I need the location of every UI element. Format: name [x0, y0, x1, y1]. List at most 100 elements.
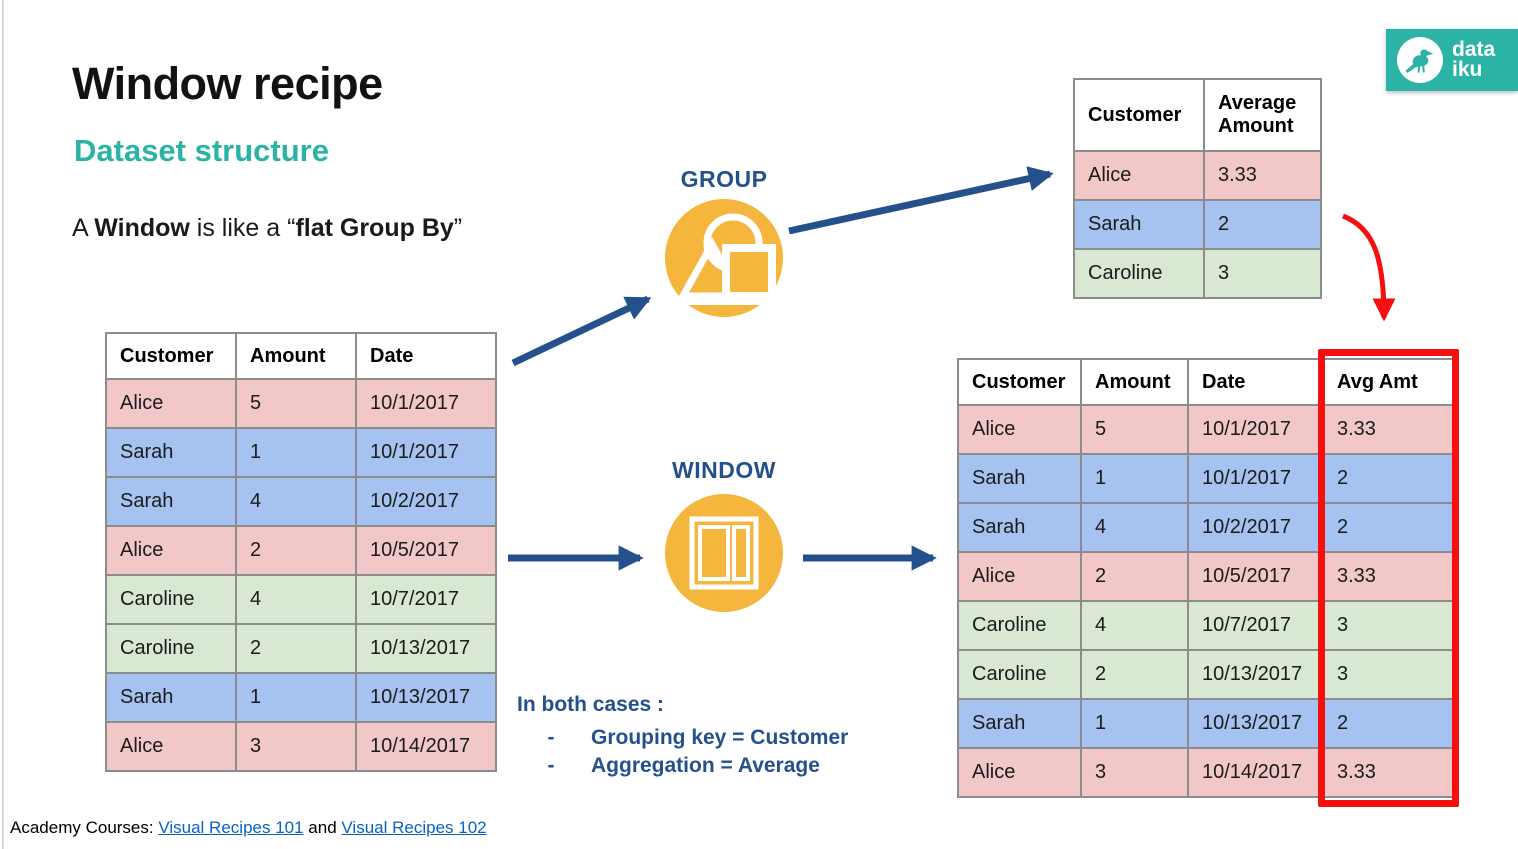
- table-cell: 1: [1080, 698, 1189, 749]
- tagline-text: ”: [453, 214, 463, 242]
- table-cell: Alice: [105, 721, 237, 772]
- window-recipe-icon: [665, 494, 783, 612]
- table-cell: 10/14/2017: [1187, 747, 1324, 798]
- table-cell: 3: [1322, 600, 1454, 651]
- column-header: Average Amount: [1203, 78, 1322, 152]
- table-cell: 10/7/2017: [1187, 600, 1324, 651]
- table-cell: 1: [235, 672, 357, 723]
- table-cell: 4: [235, 476, 357, 527]
- page-title: Window recipe: [72, 58, 383, 109]
- table-cell: Sarah: [105, 427, 237, 478]
- table-cell: 10/13/2017: [1187, 698, 1324, 749]
- group-recipe-label: GROUP: [680, 166, 768, 192]
- table-cell: 10/5/2017: [1187, 551, 1324, 602]
- table-cell: 3: [1080, 747, 1189, 798]
- bullet-dash: -: [547, 726, 555, 749]
- column-header: Customer: [1073, 78, 1205, 152]
- table-cell: 4: [235, 574, 357, 625]
- footer-prefix: Academy Courses:: [10, 818, 159, 837]
- column-header: Avg Amt: [1322, 358, 1454, 406]
- arrow-group-to-grouped-table: [788, 166, 1054, 235]
- column-header: Amount: [1080, 358, 1189, 406]
- tagline-bold-window: Window: [94, 214, 190, 242]
- bullet-dash: -: [547, 754, 555, 777]
- table-cell: 2: [235, 623, 357, 674]
- tagline-bold-flat-group-by: flat Group By: [295, 214, 454, 242]
- table-cell: 2: [235, 525, 357, 576]
- note-aggregation: Aggregation = Average: [591, 754, 820, 777]
- table-cell: 2: [1322, 502, 1454, 553]
- tagline-text: is like a “: [189, 214, 296, 242]
- table-cell: 10/2/2017: [1187, 502, 1324, 553]
- table-cell: Sarah: [105, 672, 237, 723]
- table-cell: 1: [1080, 453, 1189, 504]
- table-cell: Alice: [957, 747, 1082, 798]
- window-recipe-icon: [664, 493, 784, 613]
- footer: Academy Courses: Visual Recipes 101 and …: [10, 818, 487, 838]
- link-visual-recipes-101[interactable]: Visual Recipes 101: [158, 818, 304, 837]
- note-bullet: - Aggregation = Average: [517, 752, 848, 780]
- dataiku-logo: data iku: [1386, 29, 1518, 91]
- table-cell: 3: [235, 721, 357, 772]
- table-cell: 3: [1322, 649, 1454, 700]
- slide-edge-divider: [2, 0, 4, 849]
- note-grouping-key: Grouping key = Customer: [591, 726, 849, 749]
- table-cell: 2: [1080, 551, 1189, 602]
- table-cell: 3.33: [1322, 747, 1454, 798]
- column-header: Amount: [235, 332, 357, 380]
- table-cell: Sarah: [957, 453, 1082, 504]
- table-cell: Sarah: [1073, 199, 1205, 250]
- table-cell: 10/13/2017: [355, 672, 497, 723]
- table-cell: 10/2/2017: [355, 476, 497, 527]
- arrow-source-to-group: [511, 295, 652, 367]
- table-cell: Caroline: [957, 600, 1082, 651]
- group-recipe-icon: [665, 199, 783, 317]
- arrow-grouped-to-avg-column: [1342, 213, 1396, 322]
- table-cell: 5: [235, 378, 357, 429]
- table-cell: 10/13/2017: [355, 623, 497, 674]
- table-cell: 10/13/2017: [1187, 649, 1324, 700]
- table-cell: Caroline: [957, 649, 1082, 700]
- table-cell: 4: [1080, 600, 1189, 651]
- table-cell: Alice: [957, 551, 1082, 602]
- tagline: A Window is like a “flat Group By”: [72, 214, 462, 243]
- tagline-text: A: [72, 214, 95, 242]
- table-cell: 10/14/2017: [355, 721, 497, 772]
- note-intro: In both cases :: [517, 693, 665, 716]
- table-cell: 4: [1080, 502, 1189, 553]
- table-cell: 10/1/2017: [1187, 453, 1324, 504]
- table-cell: 10/5/2017: [355, 525, 497, 576]
- table-cell: 3.33: [1203, 150, 1322, 201]
- table-cell: Caroline: [105, 574, 237, 625]
- table-cell: Sarah: [105, 476, 237, 527]
- table-cell: Caroline: [105, 623, 237, 674]
- page-subtitle: Dataset structure: [74, 133, 329, 168]
- table-cell: Alice: [105, 378, 237, 429]
- link-visual-recipes-102[interactable]: Visual Recipes 102: [341, 818, 487, 837]
- table-cell: 2: [1203, 199, 1322, 250]
- table-cell: Sarah: [957, 698, 1082, 749]
- table-cell: Sarah: [957, 502, 1082, 553]
- table-cell: 2: [1322, 453, 1454, 504]
- column-header: Customer: [105, 332, 237, 380]
- table-cell: 5: [1080, 404, 1189, 455]
- note-bullet: - Grouping key = Customer: [517, 724, 849, 752]
